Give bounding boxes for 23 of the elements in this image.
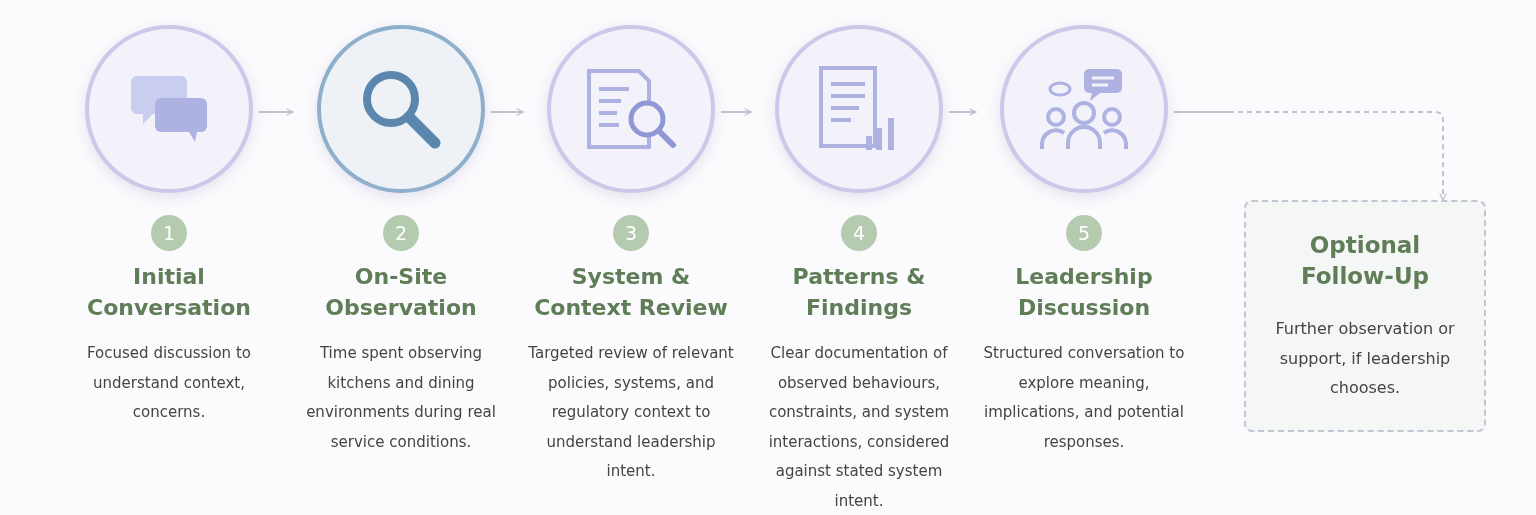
step-description: Clear documentation of observed behaviours, constraints, and system interactions, considered against stated system intent. [767, 343, 951, 512]
step-title: System & Context Review [533, 263, 729, 322]
arrow [720, 108, 752, 116]
step-number: 2 [383, 215, 419, 251]
step-description: Targeted review of relevant policies, systems, and regulatory context to understand leadership intent. [527, 343, 735, 482]
step-title: Leadership Discussion [1014, 263, 1154, 322]
dashed-box [1244, 200, 1486, 432]
step-title: On-Site Observation [324, 263, 478, 322]
step-title: Patterns & Findings [791, 263, 927, 322]
step-title: Initial Conversation [86, 263, 252, 322]
arrow [258, 108, 294, 116]
step-number: 3 [613, 215, 649, 251]
step-description: Structured conversation to explore meaning, implications, and potential responses. [982, 343, 1186, 453]
box-title: Optional Follow-Up [1299, 231, 1431, 291]
arrow [490, 108, 524, 116]
step-number: 4 [841, 215, 877, 251]
step-number: 5 [1066, 215, 1102, 251]
step-description: Focused discussion to understand context, concerns. [86, 343, 252, 423]
box-description: Further observation or support, if leadership chooses. [1275, 318, 1455, 399]
arrow [1173, 111, 1447, 201]
step-number: 1 [151, 215, 187, 251]
step-description: Time spent observing kitchens and dining environments during real service conditions. [305, 343, 497, 453]
arrow [948, 108, 977, 116]
